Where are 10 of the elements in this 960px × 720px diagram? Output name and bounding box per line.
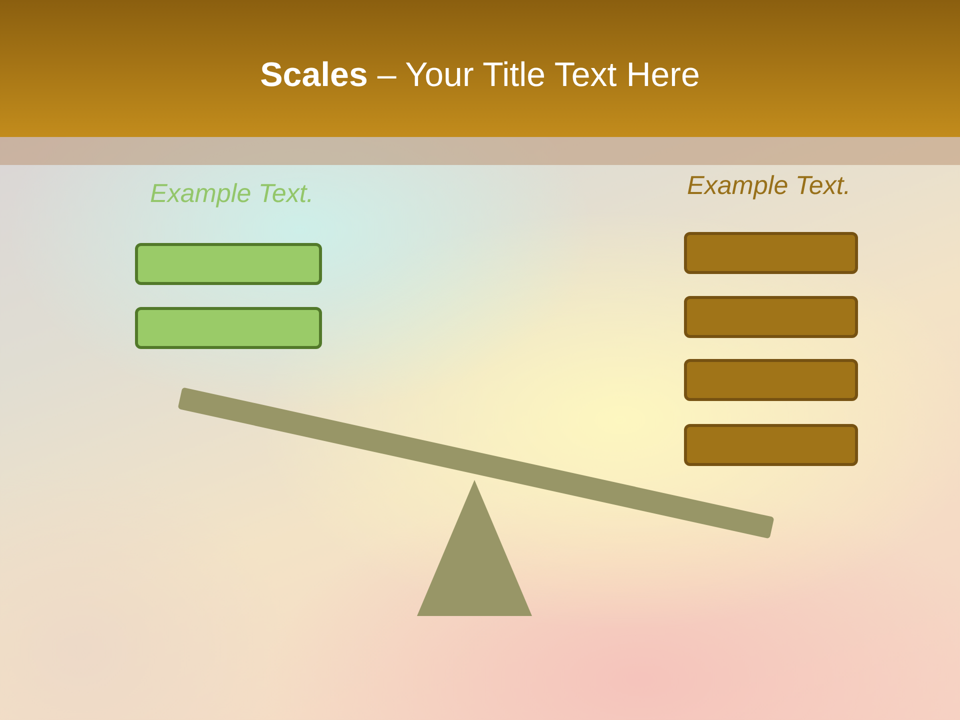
weight-block xyxy=(684,232,858,274)
column-heading: Example Text. xyxy=(687,169,851,201)
column-heading: Example Text. xyxy=(150,177,314,209)
weight-block xyxy=(684,424,858,466)
weight-block xyxy=(684,296,858,338)
weight-block xyxy=(135,243,322,285)
fulcrum-triangle xyxy=(417,480,532,616)
slide-title: Scales – Your Title Text Here xyxy=(259,55,701,96)
weight-block xyxy=(135,307,322,349)
weight-block xyxy=(684,359,858,401)
